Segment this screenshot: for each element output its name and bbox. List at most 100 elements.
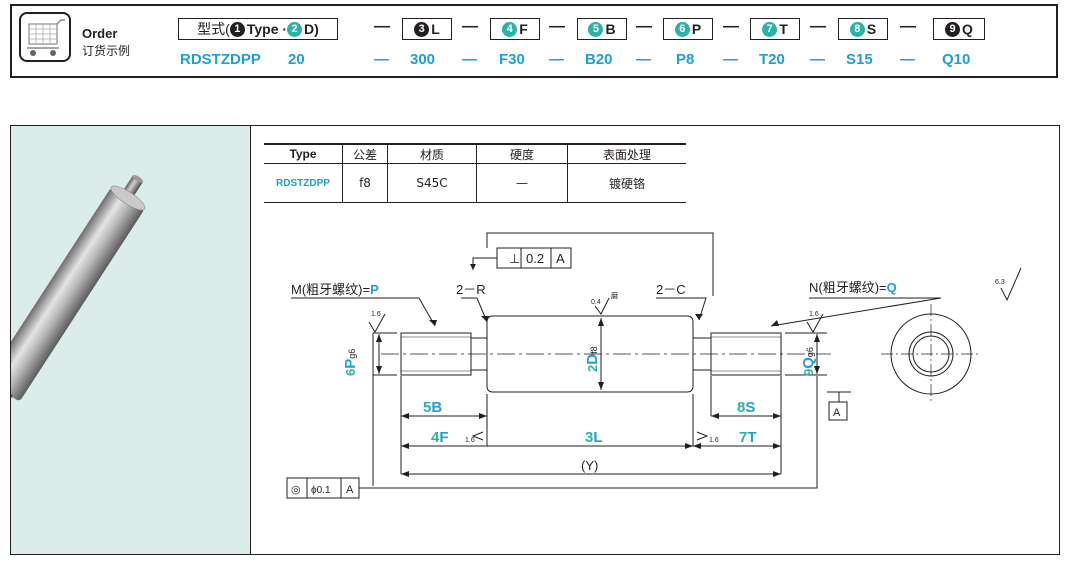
f-number: 4 (431, 429, 440, 446)
value-dash-3: — (549, 51, 564, 68)
number-badge: 3 (414, 21, 430, 37)
type-header-mid: Type · (246, 21, 288, 37)
l-number: 3 (585, 429, 593, 446)
number-badge: 8 (849, 21, 865, 37)
m-thread-text: M(粗牙螺纹)= (291, 282, 370, 297)
concentricity-symbol: ◎ (291, 484, 301, 496)
product-photo-panel (0, 126, 251, 554)
t-var: T (747, 429, 756, 446)
roughness-1.6-t: 1.6 (709, 437, 719, 444)
value-dash-2: — (462, 51, 477, 68)
spec-table-row: RDSTZDPP f8 S45C — 镀硬铬 (264, 163, 686, 203)
n-thread-label: N(粗牙螺纹)=Q (809, 280, 897, 295)
number-badge: 7 (762, 21, 778, 37)
d-dimension: 2Df8 (584, 346, 601, 372)
spec-header-hardness: 硬度 (476, 143, 568, 164)
l-dimension: 3L (585, 429, 603, 446)
roughness-1.6-right: 1.6 (809, 311, 819, 318)
number-badge: 9 (945, 21, 961, 37)
m-thread-var: P (370, 282, 379, 297)
column-code: F (519, 21, 528, 37)
b-dimension: 5B (423, 399, 442, 416)
perp-symbol: ⊥ (509, 251, 520, 266)
d-number: 2 (585, 365, 600, 372)
t-dimension: 7T (739, 429, 757, 446)
number-badge-1: 1 (229, 21, 245, 37)
order-title: Order (82, 26, 118, 41)
t-number: 7 (739, 429, 747, 446)
diameter-value: 20 (288, 51, 305, 68)
spec-header-material: 材质 (387, 143, 477, 164)
value-dash-1: — (374, 51, 389, 68)
type-diameter-header: 型式( 1 Type · 2 D) (178, 18, 338, 40)
p-dimension: 6Pg6 (342, 349, 359, 376)
column-code: S (866, 21, 877, 37)
product-detail-panel (10, 125, 1060, 555)
f-dimension: 4F (431, 429, 449, 446)
p-var: P (342, 359, 359, 369)
header-dash-7: — (900, 18, 916, 35)
q-var: Q (800, 357, 817, 369)
cart-icon (19, 12, 71, 62)
spec-cell-tolerance: f8 (342, 163, 388, 203)
l-var: L (593, 429, 602, 446)
datum-a-label: A (833, 407, 841, 419)
spec-cell-hardness: — (476, 163, 568, 203)
p-number: 6 (343, 369, 358, 376)
f-var: F (439, 429, 448, 446)
number-badge-2: 2 (287, 21, 303, 37)
s-dimension: 8S (737, 399, 755, 416)
column-code: P (691, 21, 702, 37)
perp-datum: A (556, 251, 565, 266)
spec-table: Type 公差 材质 硬度 表面处理 RDSTZDPP f8 S45C — 镀硬… (264, 143, 686, 203)
value-Q: Q10 (942, 51, 971, 68)
b-number: 5 (423, 399, 431, 416)
grind-mark: 磨 (611, 291, 618, 300)
r-label: 2－R (456, 282, 486, 297)
concentricity-tolerance: ϕ0.1 (311, 485, 331, 496)
value-L: 300 (410, 51, 436, 68)
spec-cell-type: RDSTZDPP (264, 163, 343, 203)
header-dash-2: — (462, 18, 478, 35)
roughness-1.6-f: 1.6 (465, 437, 475, 444)
c-label: 2－C (656, 282, 686, 297)
y-dimension: (Y) (581, 458, 598, 473)
spec-header-surface: 表面处理 (567, 143, 686, 164)
column-code: L (431, 21, 440, 37)
q-tol: g6 (805, 347, 815, 357)
technical-drawing: ⊥ 0.2 A M(粗牙螺纹)=P 2－R 2－C N(粗牙螺纹)=Q 1.6 … (286, 232, 1022, 499)
value-S: S15 (846, 51, 873, 68)
spec-cell-surface: 镀硬铬 (567, 163, 686, 203)
header-dash-5: — (723, 18, 739, 35)
column-code: Q (962, 21, 973, 37)
value-dash-6: — (810, 51, 825, 68)
s-number: 8 (737, 399, 745, 416)
value-T: T20 (759, 51, 785, 68)
number-badge: 5 (588, 21, 604, 37)
header-dash-6: — (810, 18, 826, 35)
column-code: B (605, 21, 616, 37)
order-subtitle: 订货示例 (82, 44, 131, 58)
n-thread-text: N(粗牙螺纹)= (809, 280, 887, 295)
concentricity-datum: A (346, 484, 354, 496)
header-dash-4: — (636, 18, 652, 35)
d-var: D (584, 354, 601, 365)
d-tol: f8 (589, 346, 599, 354)
type-value: RDSTZDPP (180, 51, 261, 68)
roughness-0.4: 0.4 (591, 299, 601, 306)
roughness-6.3: 6.3 (995, 279, 1005, 286)
n-thread-var: Q (887, 280, 897, 295)
value-dash-4: — (636, 51, 651, 68)
s-var: S (745, 399, 755, 416)
spec-header-tolerance: 公差 (342, 143, 388, 164)
p-tol: g6 (347, 349, 357, 359)
number-badge: 6 (674, 21, 690, 37)
spec-header-type: Type (264, 143, 343, 164)
value-dash-5: — (723, 51, 738, 68)
spec-cell-material: S45C (387, 163, 477, 203)
